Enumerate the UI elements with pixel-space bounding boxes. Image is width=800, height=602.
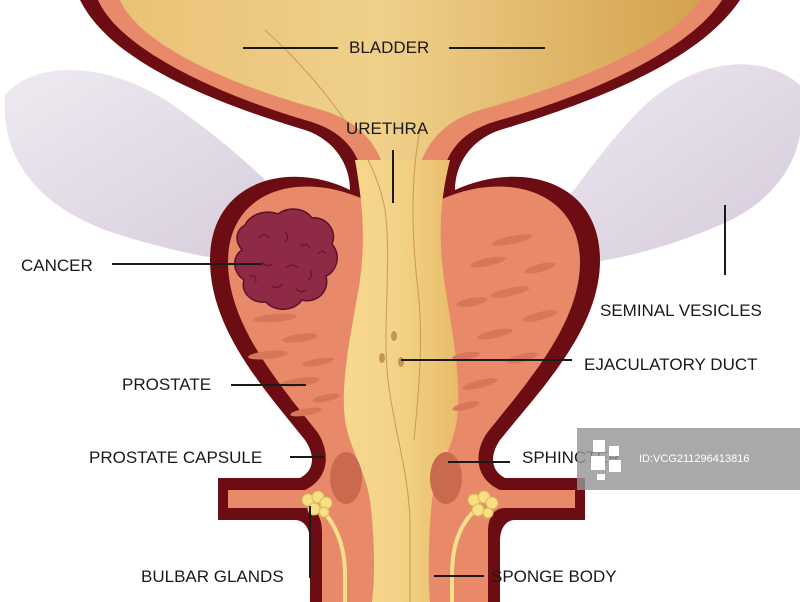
bulbar-gland-right — [467, 490, 499, 519]
bulbar-gland-left — [301, 490, 333, 518]
muscle-streaks-left — [248, 313, 340, 417]
prostate-capsule-label: PROSTATE CAPSULE — [89, 448, 263, 467]
prostate-label: PROSTATE — [122, 375, 212, 394]
seminal-vesicle-right — [520, 64, 800, 266]
bladder-lumen — [120, 0, 700, 210]
sponge-body-label: SPONGE BODY — [491, 567, 617, 586]
cancer-mass — [234, 208, 338, 310]
sphincter-left — [330, 452, 362, 504]
muscle-streaks-right — [452, 234, 558, 411]
urethra-lumen — [343, 160, 459, 602]
leader-lines — [112, 47, 726, 578]
seminal-vesicles-label: SEMINAL VESICLES — [600, 301, 762, 320]
sphincter-right — [430, 452, 462, 504]
watermark-banner: ID:VCG211296413816 — [577, 428, 800, 490]
bulbar-glands-label: BULBAR GLANDS — [141, 567, 284, 586]
watermark-logo-icon — [577, 428, 637, 490]
cancer-texture — [249, 231, 327, 293]
urethra-label: URETHRA — [346, 119, 429, 138]
watermark-id-text: ID:VCG211296413816 — [639, 453, 750, 465]
ejaculatory-duct-label: EJACULATORY DUCT — [584, 355, 758, 374]
cancer-label: CANCER — [21, 256, 93, 275]
bladder-label: BLADDER — [349, 38, 430, 57]
